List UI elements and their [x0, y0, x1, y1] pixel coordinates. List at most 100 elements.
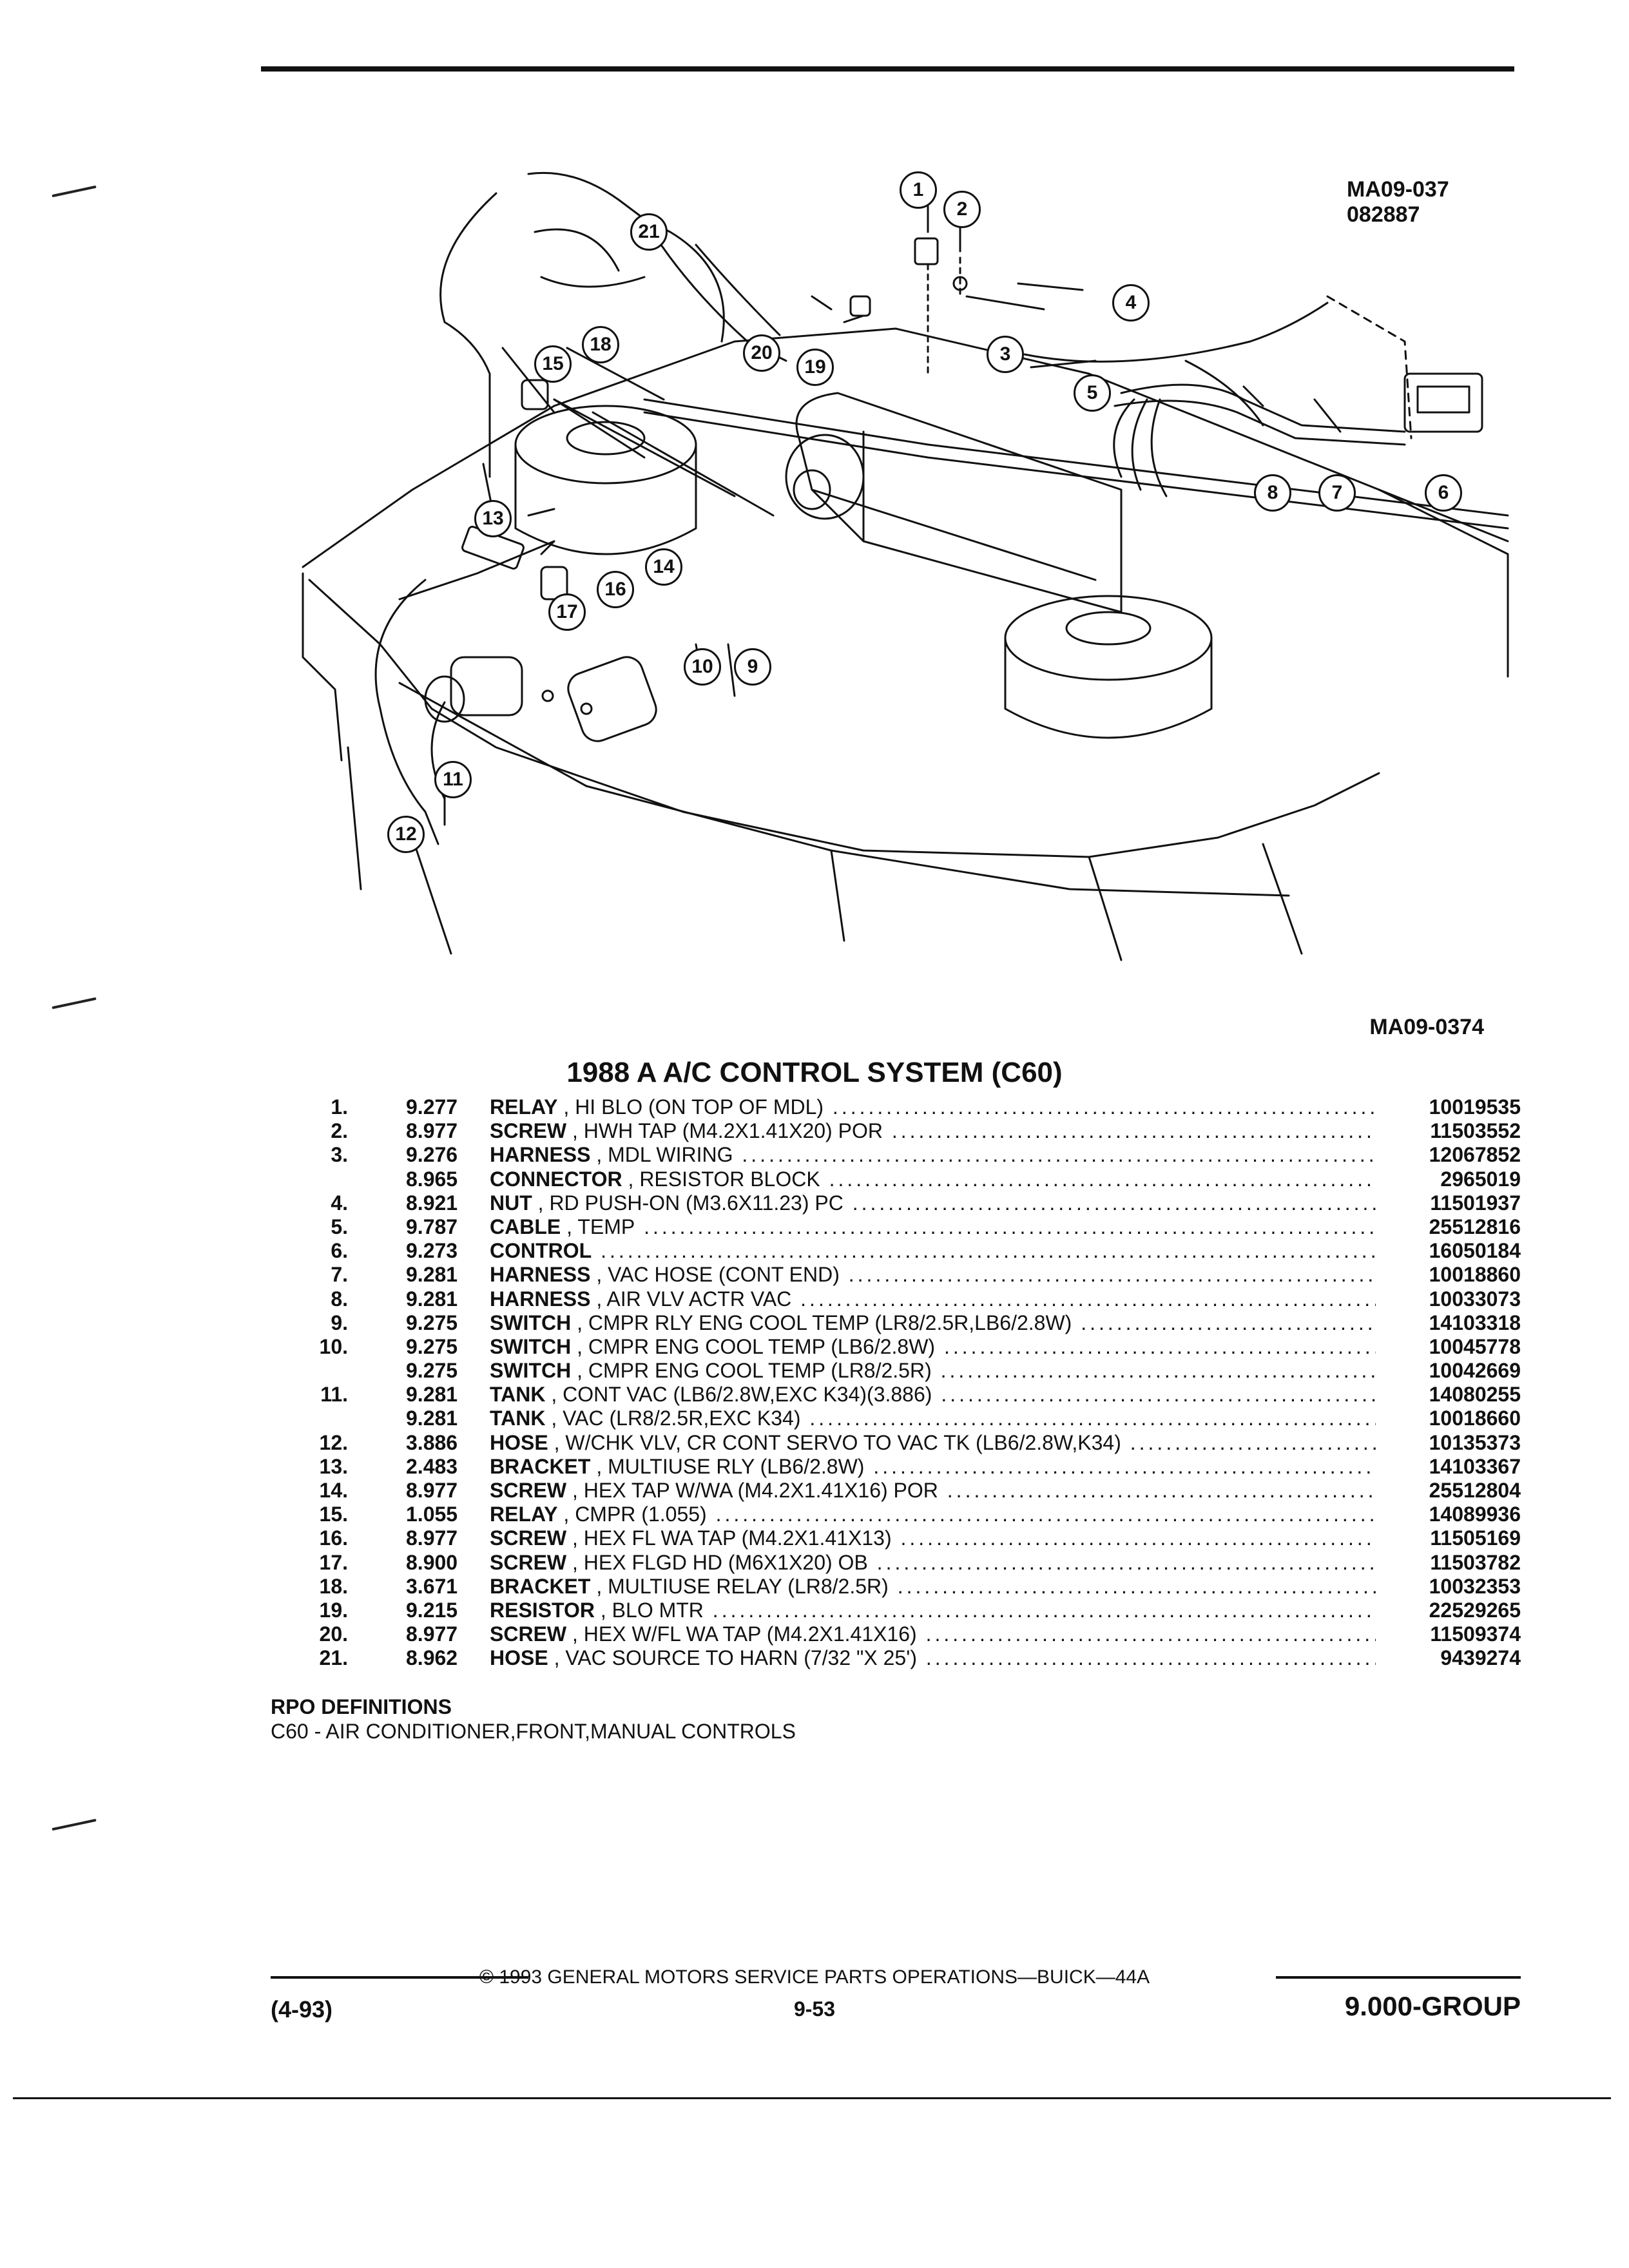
binding-mark [52, 1818, 97, 1831]
part-detail: HEX FL WA TAP (M4.2X1.41X13) [583, 1526, 892, 1550]
item-number: 18. [319, 1574, 348, 1598]
callout-4: 4 [1112, 284, 1150, 322]
item-number: 20. [319, 1622, 348, 1646]
leader-dots: ........................................… [1081, 1311, 1376, 1334]
part-detail: RD PUSH-ON (M3.6X11.23) PC [549, 1191, 843, 1215]
item-number: 12. [319, 1430, 348, 1454]
callout-1: 1 [900, 171, 937, 209]
part-description: HARNESS , VAC HOSE (CONT END) ..........… [490, 1263, 1376, 1287]
group-number: 1.055 [406, 1503, 458, 1526]
leader-dots: ........................................… [809, 1407, 1376, 1430]
group-number: 8.977 [406, 1526, 458, 1550]
group-number: 8.965 [406, 1167, 458, 1191]
binding-mark [52, 997, 97, 1010]
part-number: 11509374 [1430, 1622, 1521, 1646]
leader-dots: ........................................… [947, 1479, 1376, 1502]
part-name: SCREW [490, 1550, 567, 1574]
part-separator: , [571, 1311, 588, 1334]
part-number: 10018860 [1429, 1263, 1521, 1287]
part-number: 14103318 [1429, 1311, 1521, 1334]
top-rule [261, 66, 1514, 72]
group-number: 8.921 [406, 1191, 458, 1215]
callout-8: 8 [1254, 474, 1291, 512]
callout-19: 19 [796, 349, 834, 386]
leader-dots: ........................................… [943, 1334, 1376, 1358]
group-number: 9.281 [406, 1383, 458, 1407]
group-label: 9.000-GROUP [1344, 1991, 1521, 2021]
part-separator: , [590, 1454, 608, 1478]
item-number: 4. [331, 1191, 348, 1215]
part-detail: MDL WIRING [608, 1143, 733, 1167]
part-number: 14089936 [1429, 1503, 1521, 1526]
part-name: BRACKET [490, 1574, 591, 1598]
callout-16: 16 [597, 571, 634, 608]
footer-rule-left [271, 1976, 528, 1979]
part-number: 11505169 [1430, 1526, 1521, 1550]
leader-dots: ........................................… [876, 1550, 1376, 1574]
part-name: RELAY [490, 1095, 558, 1119]
page-title: 1988 A A/C CONTROL SYSTEM (C60) [566, 1057, 1063, 1088]
part-separator: , [571, 1334, 588, 1358]
item-number: 10. [319, 1334, 348, 1358]
part-separator: , [566, 1622, 584, 1646]
group-number: 9.275 [406, 1359, 458, 1383]
part-name: HARNESS [490, 1143, 591, 1167]
part-detail: MULTIUSE RLY (LB6/2.8W) [608, 1454, 865, 1478]
part-description: SCREW , HEX FL WA TAP (M4.2X1.41X13) ...… [490, 1526, 1376, 1550]
part-description: SWITCH , CMPR ENG COOL TEMP (LB6/2.8W) .… [490, 1335, 1376, 1359]
leader-dots: ........................................… [891, 1119, 1376, 1143]
part-detail: CMPR RLY ENG COOL TEMP (LR8/2.5R,LB6/2.8… [588, 1311, 1072, 1334]
part-number: 25512804 [1429, 1479, 1521, 1502]
part-name: RESISTOR [490, 1598, 595, 1622]
group-number: 9.281 [406, 1263, 458, 1287]
part-separator: , [561, 1215, 578, 1238]
part-number: 10019535 [1429, 1095, 1521, 1119]
part-name: HOSE [490, 1646, 548, 1670]
leader-dots: ........................................… [644, 1215, 1376, 1238]
callout-12: 12 [387, 816, 425, 853]
part-description: BRACKET , MULTIUSE RLY (LB6/2.8W) ......… [490, 1455, 1376, 1479]
leader-dots: ........................................… [742, 1143, 1376, 1167]
callout-10: 10 [684, 648, 721, 686]
part-number: 22529265 [1429, 1598, 1521, 1622]
callout-6: 6 [1425, 474, 1462, 512]
group-number: 8.977 [406, 1479, 458, 1502]
part-detail: HEX TAP W/WA (M4.2X1.41X16) POR [583, 1479, 938, 1502]
item-number: 8. [331, 1287, 348, 1311]
part-name: NUT [490, 1191, 532, 1215]
part-name: CONTROL [490, 1239, 592, 1263]
part-separator: , [590, 1287, 607, 1311]
part-number: 2965019 [1440, 1167, 1521, 1191]
part-number: 10042669 [1429, 1359, 1521, 1383]
part-separator: , [622, 1167, 640, 1191]
part-detail: HEX W/FL WA TAP (M4.2X1.41X16) [583, 1622, 917, 1646]
callout-14: 14 [645, 548, 682, 586]
rpo-line: C60 - AIR CONDITIONER,FRONT,MANUAL CONTR… [271, 1720, 796, 1743]
group-number: 8.977 [406, 1622, 458, 1646]
item-number: 14. [319, 1479, 348, 1502]
part-detail: HWH TAP (M4.2X1.41X20) POR [583, 1119, 883, 1143]
part-name: HARNESS [490, 1263, 591, 1287]
part-separator: , [566, 1526, 584, 1550]
part-detail: VAC SOURCE TO HARN (7/32 "X 25') [565, 1646, 917, 1670]
part-detail: RESISTOR BLOCK [639, 1167, 820, 1191]
item-number: 2. [331, 1119, 348, 1143]
part-separator: , [590, 1574, 608, 1598]
callout-3: 3 [987, 336, 1024, 373]
part-detail: AIR VLV ACTR VAC [606, 1287, 792, 1311]
part-number: 11503782 [1430, 1550, 1521, 1574]
part-name: SWITCH [490, 1311, 572, 1334]
part-detail: W/CHK VLV, CR CONT SERVO TO VAC TK (LB6/… [565, 1430, 1121, 1454]
part-separator: , [566, 1119, 584, 1143]
part-number: 9439274 [1440, 1646, 1521, 1670]
part-separator: , [545, 1383, 563, 1407]
